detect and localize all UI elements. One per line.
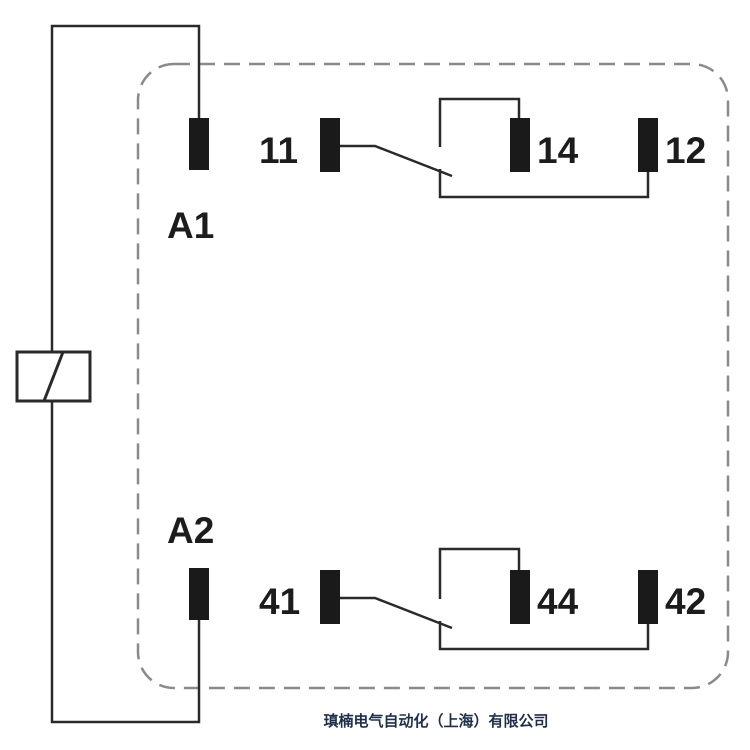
coil-wire-top — [50, 24, 201, 352]
label-14: 14 — [537, 130, 579, 171]
contact-set-lower — [320, 547, 658, 651]
label-41: 41 — [259, 581, 300, 622]
label-11: 11 — [259, 130, 298, 171]
nc-wire-lower — [438, 621, 650, 651]
switch-lever-lower — [340, 596, 453, 630]
coil-symbol — [15, 350, 92, 403]
terminal-41 — [320, 570, 340, 624]
terminal-11 — [320, 118, 340, 172]
label-a2: A2 — [167, 510, 214, 551]
label-a1: A1 — [167, 205, 214, 246]
label-42: 42 — [665, 581, 706, 622]
relay-housing-outline — [136, 62, 730, 690]
terminal-12 — [638, 118, 658, 172]
label-12: 12 — [665, 130, 706, 171]
terminal-a1 — [189, 118, 209, 170]
coil-wire-bottom — [50, 401, 201, 724]
terminal-44 — [510, 570, 530, 624]
terminal-14 — [510, 118, 530, 172]
switch-lever-upper — [340, 144, 453, 178]
terminal-a2 — [189, 568, 209, 620]
no-wire-lower — [438, 547, 521, 599]
terminal-42 — [638, 570, 658, 624]
label-44: 44 — [537, 581, 579, 622]
nc-wire-upper — [438, 169, 650, 199]
company-name: 瑱楠电气自动化（上海）有限公司 — [323, 712, 548, 730]
contact-set-upper — [320, 97, 658, 199]
no-wire-upper — [438, 97, 521, 147]
